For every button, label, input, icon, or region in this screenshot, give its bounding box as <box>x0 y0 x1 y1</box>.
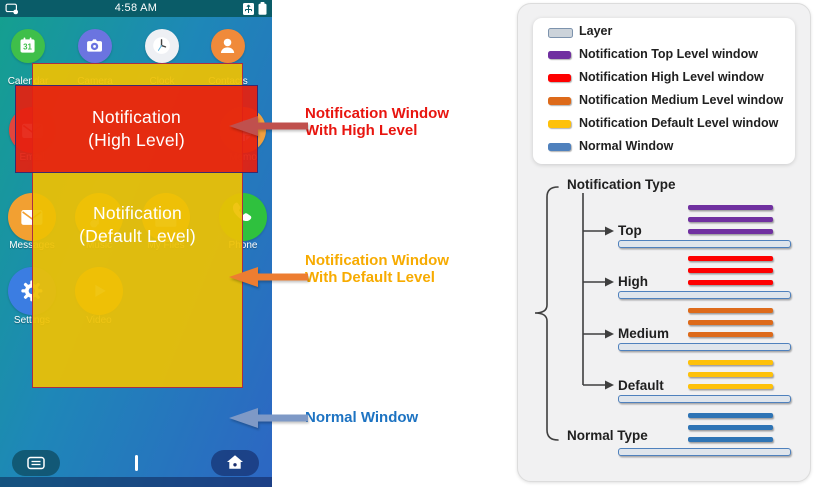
home-button[interactable] <box>211 450 259 476</box>
camera-icon <box>78 29 112 63</box>
legend-label-high: Notification High Level window <box>579 70 764 84</box>
window-bar-top <box>688 205 773 210</box>
window-title-line: (Default Level) <box>79 226 196 246</box>
tree-root-label: Notification Type <box>567 177 676 192</box>
tree-label-default: Default <box>618 378 664 393</box>
recents-button[interactable] <box>12 450 60 476</box>
window-title-line: Notification <box>92 107 181 127</box>
window-bar-top <box>688 229 773 234</box>
phone-screen: 4:58 AM 31CalendarCameraClockContactsEma… <box>0 0 272 487</box>
window-bar-default <box>688 384 773 389</box>
app-label: Messages <box>0 240 69 251</box>
page-indicator <box>135 455 138 471</box>
legend-swatch-default <box>548 120 571 128</box>
layer-bar-medium <box>618 343 791 351</box>
usb-icon <box>243 3 254 15</box>
window-title-line: (High Level) <box>88 130 185 150</box>
notification-window-high-level: Notification (High Level) <box>15 85 258 173</box>
svg-text:31: 31 <box>24 43 33 52</box>
app-label: Settings <box>0 315 69 326</box>
home-icon <box>227 455 243 469</box>
window-bar-medium <box>688 332 773 337</box>
display-settings-icon <box>5 3 19 15</box>
layer-bar-default <box>618 395 791 403</box>
tree-branches <box>582 193 614 390</box>
legend-swatch-layer <box>548 28 573 38</box>
window-bar-medium <box>688 320 773 325</box>
layer-bar-normal <box>618 448 791 456</box>
tree-label-normal: Normal Type <box>567 428 648 443</box>
tree-label-high: High <box>618 274 648 289</box>
legend-label-top: Notification Top Level window <box>579 47 758 61</box>
layer-bar-high <box>618 291 791 299</box>
status-time: 4:58 AM <box>114 2 158 14</box>
nav-strip <box>0 477 272 487</box>
window-bar-normal <box>688 413 773 418</box>
legend-swatch-high <box>548 74 571 82</box>
legend-swatch-medium <box>548 97 571 105</box>
legend-swatch-normal <box>548 143 571 151</box>
window-bar-default <box>688 372 773 377</box>
annotation-arrow-default <box>229 267 308 287</box>
window-bar-high <box>688 256 773 261</box>
tree-label-medium: Medium <box>618 326 670 341</box>
window-bar-normal <box>688 425 773 430</box>
legend-label-layer: Layer <box>579 24 613 38</box>
app-label: Calendar <box>7 76 49 87</box>
tree-brace <box>534 186 559 441</box>
window-bar-normal <box>688 437 773 442</box>
window-bar-medium <box>688 308 773 313</box>
tree-label-top: Top <box>618 223 642 238</box>
window-bar-high <box>688 280 773 285</box>
window-bar-high <box>688 268 773 273</box>
annotation-label-normal: Normal Window <box>305 409 419 426</box>
clock-icon <box>145 29 179 63</box>
window-bar-default <box>688 360 773 365</box>
legend-swatch-top <box>548 51 571 59</box>
recents-icon <box>27 456 45 470</box>
legend-label-medium: Notification Medium Level window <box>579 93 784 107</box>
contacts-icon <box>211 29 245 63</box>
annotation-arrow-high <box>229 116 308 136</box>
annotation-arrow-normal <box>229 408 308 428</box>
window-bar-top <box>688 217 773 222</box>
legend-label-default: Notification Default Level window <box>579 116 779 130</box>
battery-icon <box>258 2 267 15</box>
window-title-line: Notification <box>93 203 182 223</box>
legend-label-normal: Normal Window <box>579 139 674 153</box>
status-bar: 4:58 AM <box>0 0 272 17</box>
layer-bar-top <box>618 240 791 248</box>
calendar-icon: 31 <box>11 29 45 63</box>
